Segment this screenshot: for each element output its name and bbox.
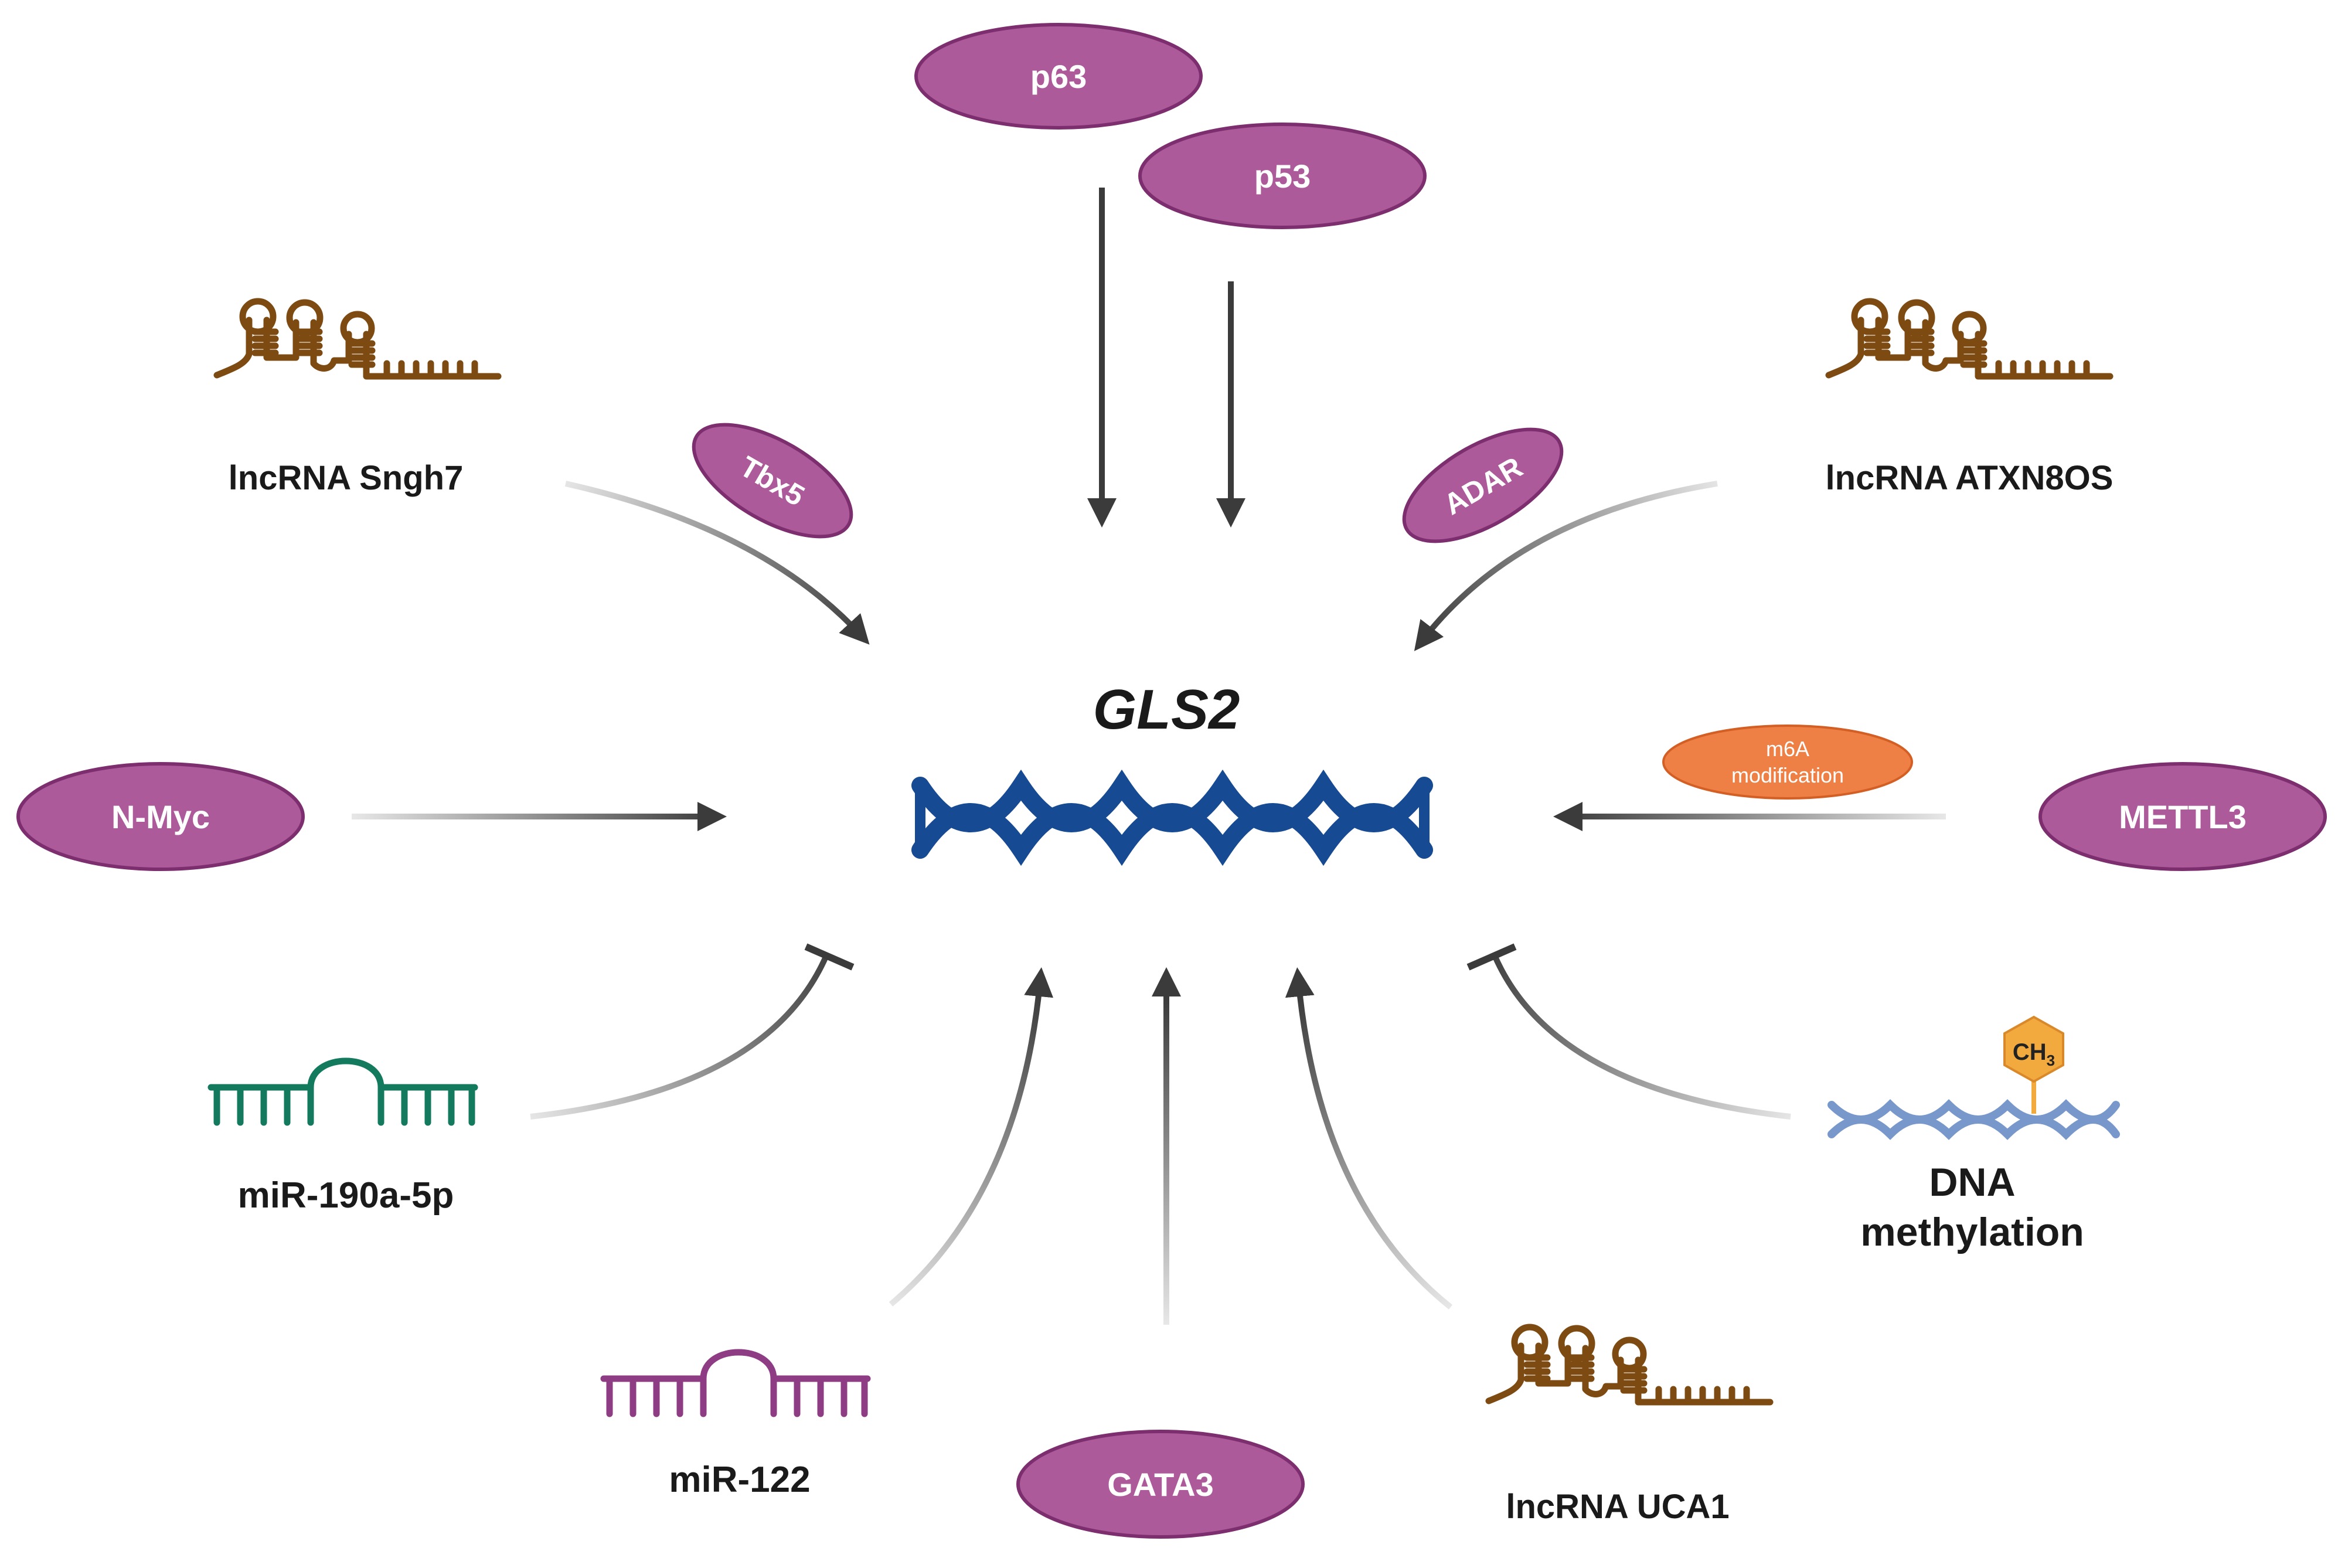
m6a-label-line1: m6A: [1766, 737, 1809, 761]
mir190-inhibit-bar: [804, 943, 855, 971]
p53-label: p53: [1254, 158, 1311, 195]
lncrna-atxn8os-label: lncRNA ATXN8OS: [1826, 459, 2114, 497]
lncrna-uca1-label: lncRNA UCA1: [1506, 1488, 1729, 1526]
atxn8os-arrow: [1414, 481, 1718, 651]
tbx5-node: Tbx5: [692, 423, 853, 539]
uca1-arrow: [1285, 967, 1453, 1309]
dna-methylation-label-line1: DNA: [1929, 1160, 2015, 1205]
mir190-label: miR-190a-5p: [238, 1175, 454, 1216]
mettl3-label: METTL3: [2119, 798, 2247, 835]
p63-label: p63: [1030, 58, 1087, 95]
m6a-label-line2: modification: [1731, 763, 1844, 787]
dna-methylation-label-line2: methylation: [1860, 1210, 2084, 1254]
sngh7-arrow: [564, 481, 870, 645]
mir190-inhibit-line: [530, 954, 829, 1120]
p63-node: p63: [914, 23, 1203, 130]
nmyc-label: N-Myc: [111, 798, 210, 835]
mir122-arrow: [889, 967, 1054, 1307]
lncrna-uca1-icon: [1489, 1327, 1770, 1402]
gene-title: GLS2: [1093, 678, 1240, 741]
p53-node: p53: [1138, 123, 1427, 229]
adar-node: ADAR: [1402, 427, 1564, 543]
gata3-node: GATA3: [1016, 1430, 1305, 1539]
mir122-label: miR-122: [669, 1460, 810, 1500]
lncrna-atxn8os-icon: [1829, 301, 2110, 376]
mir190-icon: [211, 1061, 475, 1123]
methyl-group-label: CH3: [2013, 1039, 2055, 1069]
lncrna-sngh7-label: lncRNA Sngh7: [229, 459, 464, 497]
mettl3-node: METTL3: [2038, 762, 2327, 871]
dna-methylation-inhibit-line: [1492, 954, 1791, 1120]
mir122-icon: [604, 1352, 867, 1414]
nmyc-node: N-Myc: [16, 762, 305, 871]
dna-methylation-inhibit-bar: [1466, 943, 1517, 971]
gls2-dna-icon: [911, 769, 1433, 866]
lncrna-sngh7-icon: [217, 301, 498, 376]
dna-methylation-icon: CH3: [1827, 1015, 2120, 1140]
gata3-label: GATA3: [1107, 1466, 1213, 1503]
m6a-modification-badge: m6A modification: [1662, 725, 1913, 800]
